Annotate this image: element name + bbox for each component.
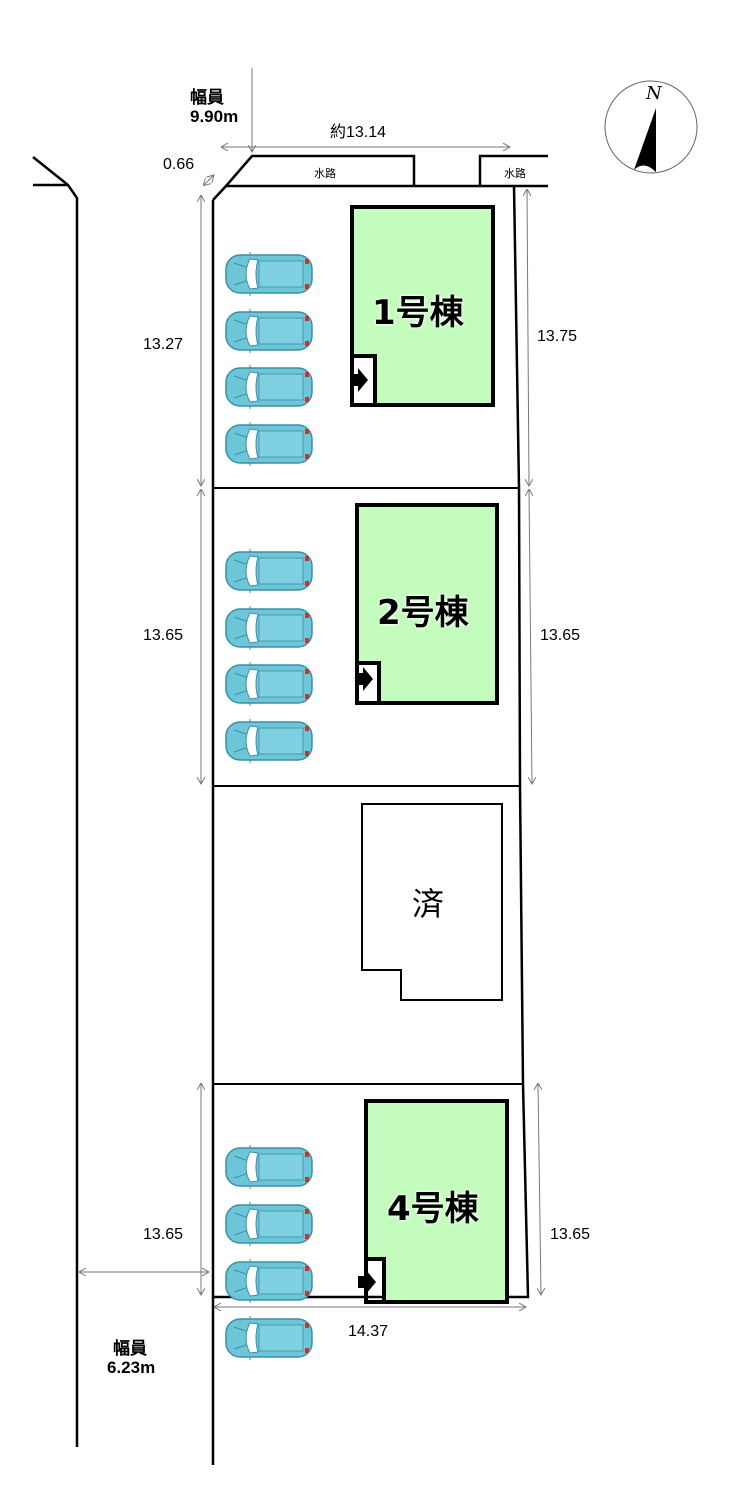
car-icon: [225, 364, 313, 410]
dimension-lines: [80, 68, 541, 1307]
north-compass-icon: [604, 80, 698, 174]
lot2-right-dimension: 13.65: [540, 627, 581, 644]
top-road-label: 幅員 9.90m: [190, 88, 238, 126]
parking-lot-1: [225, 251, 313, 467]
lot1-left-dimension: 13.27: [143, 336, 184, 353]
car-icon: [225, 1201, 313, 1247]
building-2[interactable]: [355, 503, 499, 705]
parking-lot-4: [225, 1144, 313, 1361]
parking-lot-2: [225, 548, 313, 764]
bottom-road-label: 幅員 6.23m: [107, 1339, 155, 1377]
waterway-label: 水路: [504, 168, 526, 180]
building-4-label: 4号棟: [387, 1189, 479, 1229]
lot4-left-dimension: 13.65: [143, 1226, 184, 1243]
building-1-label: 1号棟: [372, 293, 464, 333]
lot4-right-dimension: 13.65: [550, 1226, 591, 1243]
car-icon: [225, 1315, 313, 1361]
road-width-value: 9.90m: [190, 107, 239, 126]
entrance-arrow-icon: [358, 1270, 376, 1294]
building-sold: [361, 803, 503, 1001]
lot2-left-dimension: 13.65: [143, 627, 184, 644]
compass-n-label: N: [646, 83, 662, 104]
building-4[interactable]: [358, 1099, 509, 1304]
left-road-edge: [32, 156, 79, 1447]
car-icon: [225, 308, 313, 354]
waterway-label: 水路: [314, 168, 336, 180]
car-icon: [225, 661, 313, 707]
car-icon: [225, 605, 313, 651]
bottom-frontage-dimension: 14.37: [348, 1323, 389, 1340]
road-label-text: 幅員: [190, 88, 224, 107]
building-1[interactable]: [350, 205, 495, 407]
car-icon: [225, 421, 313, 467]
waterway: [212, 154, 548, 201]
car-icon: [225, 548, 313, 594]
sold-label: 済: [412, 885, 445, 923]
car-icon: [225, 251, 313, 297]
building-2-label: 2号棟: [377, 593, 469, 633]
road-label-text: 幅員: [113, 1339, 147, 1358]
road-width-value: 6.23m: [107, 1358, 156, 1377]
top-frontage-dimension: 約13.14: [330, 124, 387, 141]
car-icon: [225, 1144, 313, 1190]
lot1-right-dimension: 13.75: [537, 328, 578, 345]
entrance-arrow-icon: [350, 368, 368, 392]
corner-cut-dimension: 0.66: [163, 156, 195, 173]
car-icon: [225, 1258, 313, 1304]
entrance-arrow-icon: [355, 667, 373, 691]
car-icon: [225, 718, 313, 764]
